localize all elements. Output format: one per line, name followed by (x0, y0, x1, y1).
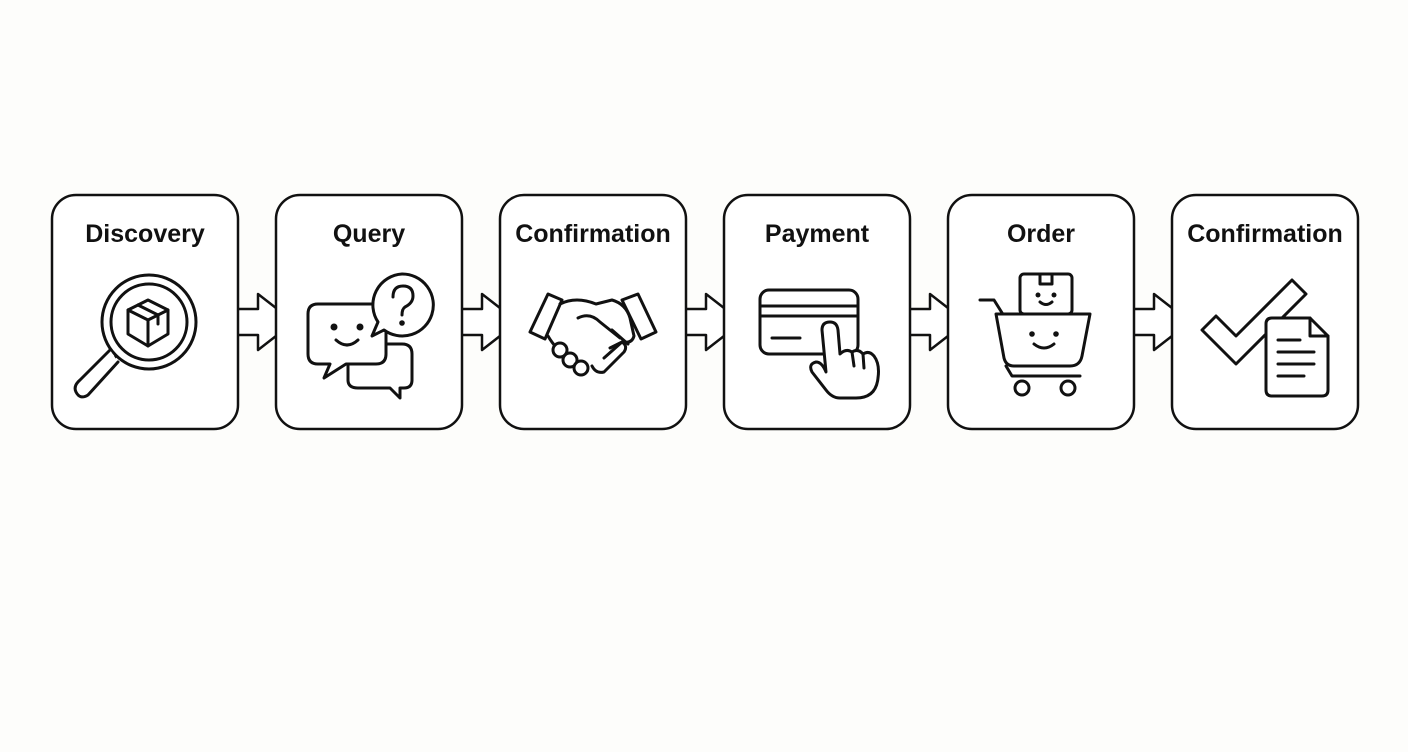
step-confirmation-handshake: Confirmation (498, 193, 688, 431)
step-label: Confirmation (1187, 220, 1343, 248)
card-tap-icon (758, 288, 880, 400)
step-query: Query (274, 193, 464, 431)
step-payment: Payment (722, 193, 912, 431)
step-label: Confirmation (515, 220, 671, 248)
step-label: Payment (765, 220, 870, 248)
handshake-icon (528, 292, 658, 377)
cart-icon (978, 272, 1092, 397)
chat-question-icon (306, 272, 435, 400)
step-label: Discovery (85, 220, 205, 248)
step-confirmation-final: Confirmation (1170, 193, 1360, 431)
magnifier-box-icon (73, 273, 198, 399)
step-label: Query (333, 220, 405, 248)
check-document-icon (1200, 278, 1330, 398)
step-label: Order (1007, 220, 1075, 248)
step-discovery: Discovery (50, 193, 240, 431)
step-order: Order (946, 193, 1136, 431)
